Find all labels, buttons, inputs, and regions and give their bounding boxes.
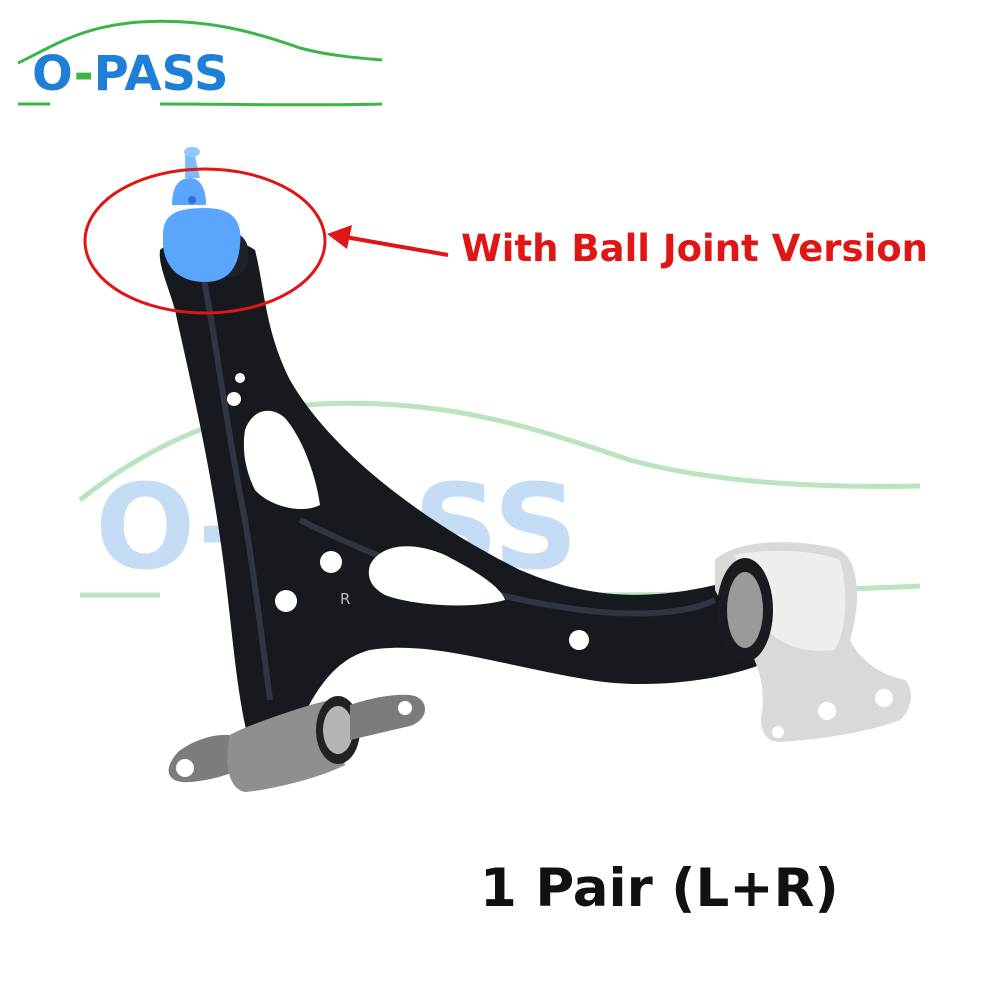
arrow-left-icon bbox=[327, 225, 449, 257]
car-silhouette-icon bbox=[17, 19, 383, 107]
part-marking: R bbox=[340, 590, 351, 608]
brand-logo: O-PASS bbox=[10, 8, 390, 108]
highlight-ellipse bbox=[83, 167, 327, 315]
logo-text: O-PASS bbox=[32, 46, 229, 102]
pair-caption: 1 Pair (L+R) bbox=[480, 858, 839, 919]
ball-joint-boot bbox=[163, 208, 241, 282]
arm-body bbox=[159, 237, 761, 760]
left-bushing bbox=[227, 700, 345, 792]
callout-text: With Ball Joint Version bbox=[461, 227, 929, 270]
